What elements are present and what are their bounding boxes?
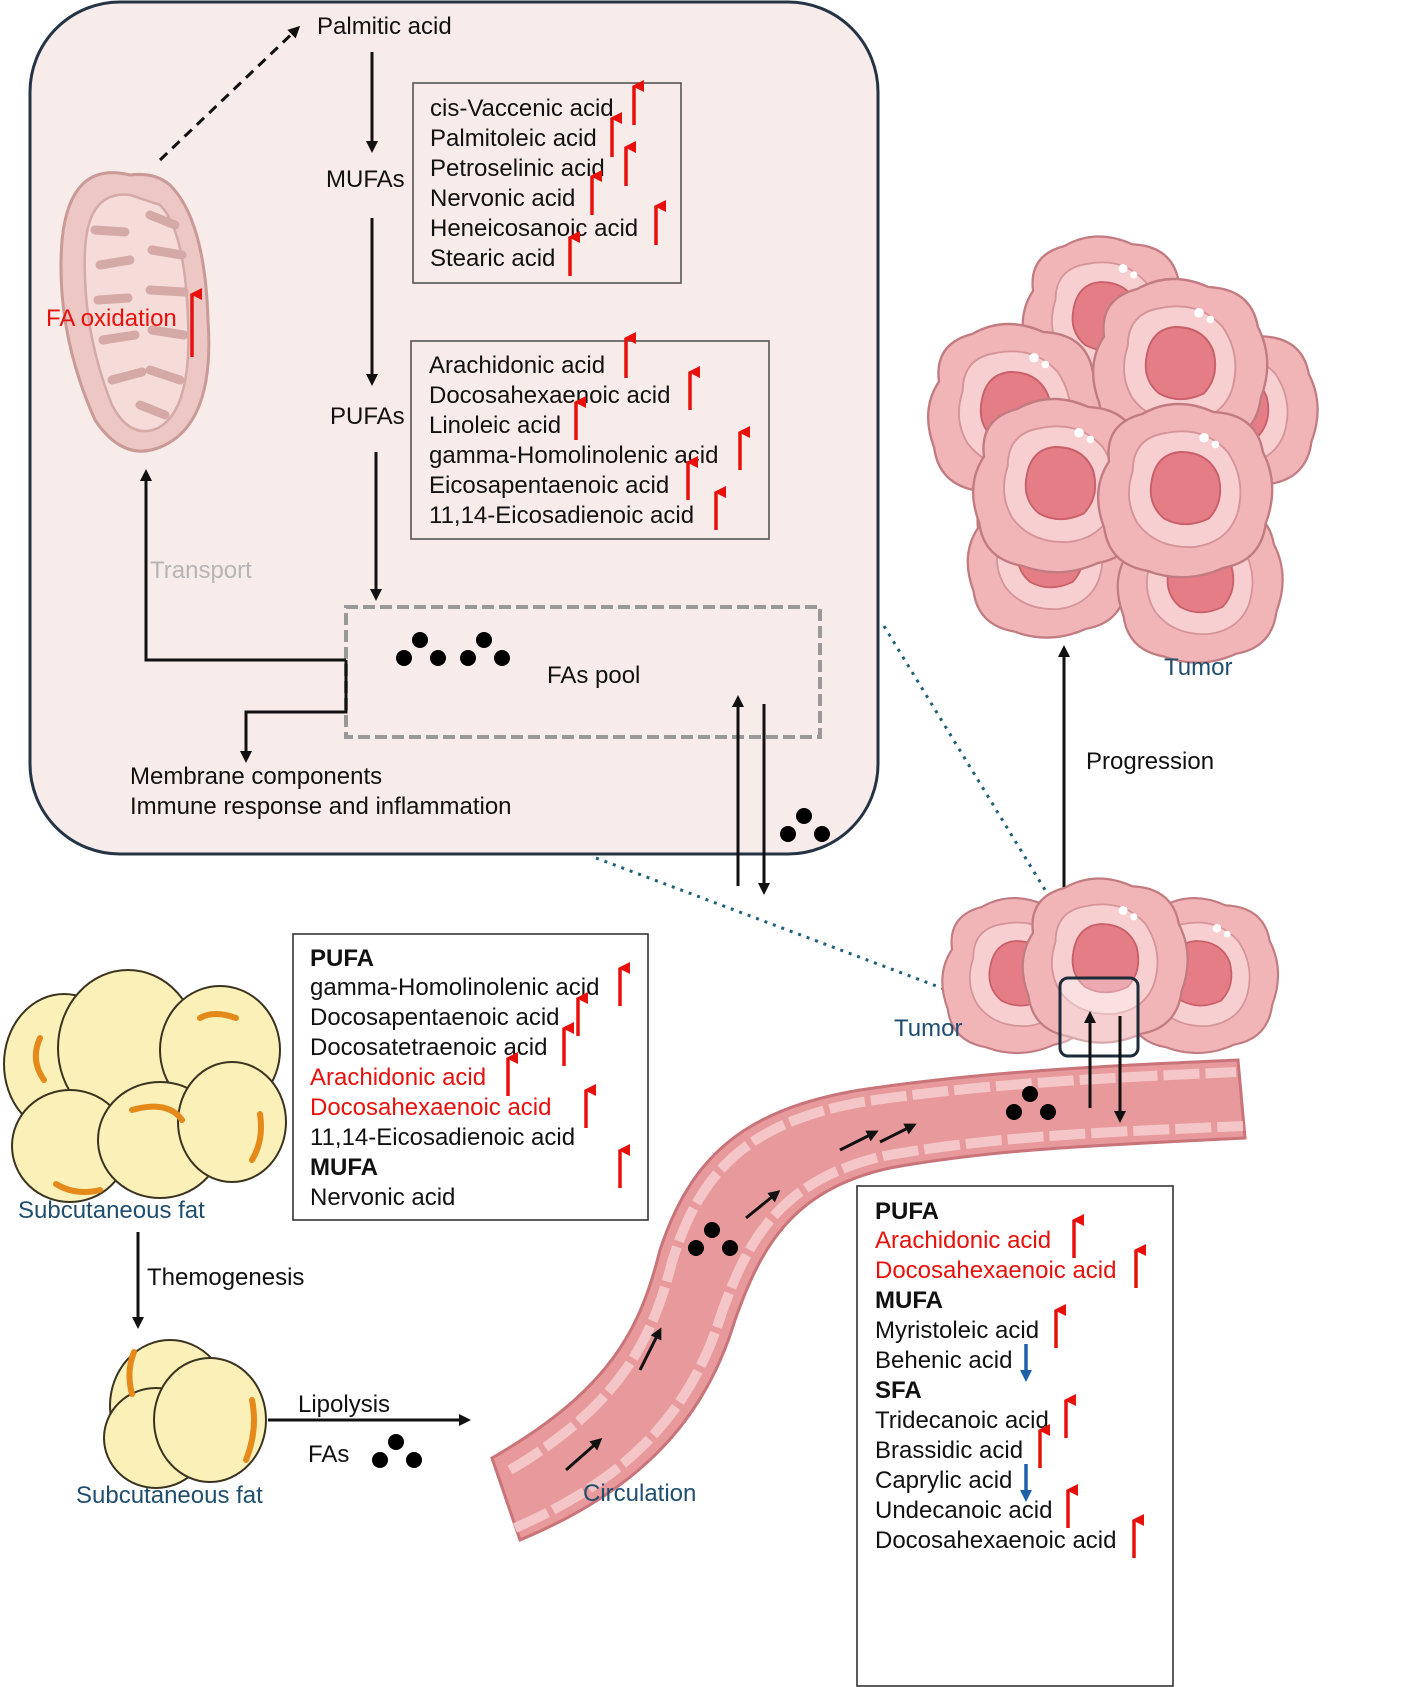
list-item: Docosahexaenoic acid bbox=[875, 1257, 1117, 1284]
cell-mufa-list-box bbox=[412, 82, 682, 284]
list-item: Caprylic acid bbox=[875, 1467, 1012, 1494]
list-item: Docosahexaenoic acid bbox=[429, 382, 671, 409]
list-item: Behenic acid bbox=[875, 1347, 1012, 1374]
zoom-line-top bbox=[882, 625, 1102, 981]
lipolysis-label: Lipolysis bbox=[298, 1391, 390, 1418]
fa-oxidation-label: FA oxidation bbox=[46, 305, 177, 332]
fat-fa-box bbox=[292, 933, 649, 1221]
fat-pufa-header: PUFA bbox=[310, 945, 374, 972]
palmitic-acid-label: Palmitic acid bbox=[317, 13, 452, 40]
list-item: 11,14-Eicosadienoic acid bbox=[310, 1124, 575, 1151]
flow-arrows bbox=[565, 1123, 917, 1472]
list-item: Undecanoic acid bbox=[875, 1497, 1052, 1524]
adipocyte-cluster-bottom bbox=[103, 1339, 267, 1489]
tumor-cluster-top bbox=[926, 235, 1319, 664]
fatty-acid-icon bbox=[372, 1434, 422, 1530]
list-item: Petroselinic acid bbox=[430, 155, 605, 182]
circ-fa-box bbox=[856, 1185, 1174, 1687]
fat-up-arrows bbox=[506, 962, 630, 1188]
fas-pool-label: FAs pool bbox=[547, 662, 640, 689]
blood-vessel bbox=[490, 1058, 1247, 1543]
list-item: Docosahexaenoic acid bbox=[875, 1527, 1117, 1554]
zoom-window bbox=[1058, 976, 1140, 1058]
circ-mufa-header: MUFA bbox=[875, 1287, 943, 1314]
mitochondrion-icon bbox=[59, 171, 211, 453]
list-item: 11,14-Eicosadienoic acid bbox=[429, 502, 694, 529]
tumor-label-top: Tumor bbox=[1164, 654, 1232, 681]
list-item: Arachidonic acid bbox=[429, 352, 605, 379]
list-item: gamma-Homolinolenic acid bbox=[429, 442, 718, 469]
list-item: Tridecanoic acid bbox=[875, 1407, 1049, 1434]
list-item: Heneicosanoic acid bbox=[430, 215, 638, 242]
down-arrow-head bbox=[1020, 1370, 1032, 1382]
cell-membrane bbox=[28, 0, 880, 856]
circ-sfa-header: SFA bbox=[875, 1377, 922, 1404]
list-item: Eicosapentaenoic acid bbox=[429, 472, 669, 499]
pufas-label: PUFAs bbox=[330, 403, 405, 430]
tumor-label-bottom: Tumor bbox=[894, 1015, 962, 1042]
subcutaneous-fat-label-bottom: Subcutaneous fat bbox=[76, 1482, 263, 1509]
list-item: Docosapentaenoic acid bbox=[310, 1004, 560, 1031]
cell-pufa-up-arrows bbox=[574, 332, 750, 530]
transport-arrow bbox=[140, 469, 346, 662]
list-item: gamma-Homolinolenic acid bbox=[310, 974, 599, 1001]
list-item: Nervonic acid bbox=[310, 1184, 455, 1211]
circ-change-arrows bbox=[1020, 1214, 1146, 1558]
fas-label: FAs bbox=[308, 1441, 349, 1468]
thermogenesis-label: Themogenesis bbox=[147, 1264, 304, 1291]
list-item: Docosatetraenoic acid bbox=[310, 1034, 547, 1061]
cell-mufa-list: cis-Vaccenic acid Palmitoleic acid Petro… bbox=[430, 95, 638, 272]
transport-label: Transport bbox=[150, 557, 252, 584]
circulation-label: Circulation bbox=[583, 1480, 696, 1507]
down-arrow-head bbox=[1020, 1490, 1032, 1502]
list-item: Palmitoleic acid bbox=[430, 125, 597, 152]
immune-response-label: Immune response and inflammation bbox=[130, 793, 512, 820]
list-item: Myristoleic acid bbox=[875, 1317, 1039, 1344]
fat-mufa-header: MUFA bbox=[310, 1154, 378, 1181]
progression-label: Progression bbox=[1086, 748, 1214, 775]
circ-fa-list: PUFA Arachidonic acid Docosahexaenoic ac… bbox=[875, 1198, 1117, 1554]
list-item: Arachidonic acid bbox=[310, 1064, 486, 1091]
list-item: cis-Vaccenic acid bbox=[430, 95, 614, 122]
list-item: Docosahexaenoic acid bbox=[310, 1094, 552, 1121]
list-item: Stearic acid bbox=[430, 245, 555, 272]
mufas-label: MUFAs bbox=[326, 166, 405, 193]
cell-mufa-up-arrows bbox=[568, 80, 666, 276]
list-item: Linoleic acid bbox=[429, 412, 561, 439]
membrane-components-label: Membrane components bbox=[130, 763, 382, 790]
circ-pufa-header: PUFA bbox=[875, 1198, 939, 1225]
list-item: Brassidic acid bbox=[875, 1437, 1023, 1464]
mito-to-palmitic-arrow bbox=[158, 25, 301, 162]
subcutaneous-fat-label-top: Subcutaneous fat bbox=[18, 1197, 205, 1224]
list-item: Arachidonic acid bbox=[875, 1227, 1051, 1254]
outputs-arrow bbox=[240, 660, 348, 763]
cell-pufa-list: Arachidonic acid Docosahexaenoic acid Li… bbox=[429, 352, 718, 529]
adipocyte-cluster-top bbox=[3, 969, 287, 1203]
list-item: Nervonic acid bbox=[430, 185, 575, 212]
cell-pufa-list-box bbox=[410, 340, 770, 540]
